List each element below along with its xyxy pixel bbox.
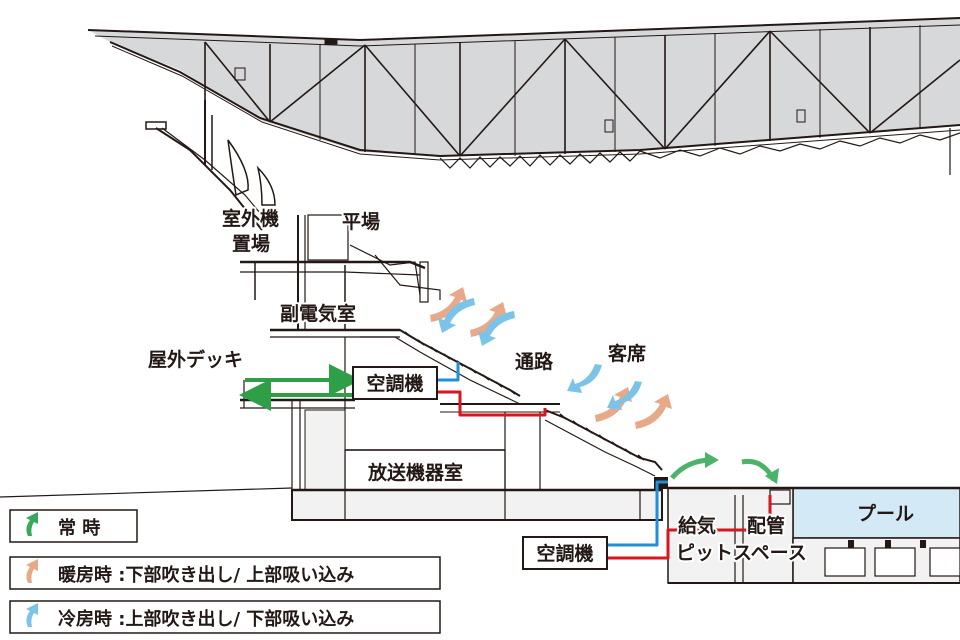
air-conditioner-upper-box	[352, 366, 438, 400]
legend-normal-text: 常 時	[58, 517, 100, 539]
label-flat-area: 平場	[342, 211, 380, 233]
legend-normal-arrow-icon	[26, 512, 38, 536]
ducts	[435, 362, 772, 560]
legend-heating-arrow-icon	[26, 559, 38, 583]
heating-airflow-arrows	[430, 287, 672, 429]
legend-item-cooling: 冷房時 :上部吹き出し/ 下部吸い込み	[9, 600, 441, 634]
supply-duct-upper	[435, 390, 547, 417]
cooling-airflow-arrows	[438, 298, 642, 410]
label-outdoor-deck: 屋外デッキ	[148, 348, 243, 371]
label-passage: 通路	[515, 350, 554, 373]
label-air-conditioner-lower: 空調機	[536, 542, 593, 565]
roof-truss	[87, 17, 960, 175]
label-pit-space: ピットスペース	[676, 542, 807, 564]
legend-heating-text: 暖房時 :下部吹き出し/ 上部吸い込み	[58, 564, 354, 586]
legend-item-normal: 常 時	[9, 509, 138, 543]
label-air-conditioner-upper: 空調機	[366, 372, 423, 395]
label-piping-space: 配管	[747, 514, 785, 537]
air-conditioner-lower-box	[522, 536, 608, 570]
grandstand-structure	[0, 100, 668, 521]
return-duct-upper	[435, 362, 460, 382]
label-supply-air-pit: 給気	[678, 514, 716, 537]
legend: 常 時 暖房時 :下部吹き出し/ 上部吸い込み 冷房時 :上部吹き出し/ 下部吸…	[9, 509, 441, 634]
label-seating: 客席	[608, 342, 646, 365]
return-duct-lower	[605, 480, 668, 547]
legend-cooling-arrow-icon	[26, 603, 38, 627]
label-outdoor-unit-area-1: 室外機	[222, 207, 279, 230]
label-outdoor-unit-area-2: 置場	[232, 233, 270, 255]
legend-item-heating: 暖房時 :下部吹き出し/ 上部吸い込み	[9, 556, 441, 590]
label-sub-electrical-room: 副電気室	[280, 302, 356, 325]
label-broadcast-room: 放送機器室	[367, 461, 463, 484]
supply-duct-lower	[605, 495, 772, 560]
normal-airflow-arrows	[239, 364, 779, 484]
label-pool: プール	[857, 502, 914, 525]
legend-cooling-text: 冷房時 :上部吹き出し/ 下部吸い込み	[58, 608, 354, 630]
pool-and-pit	[667, 486, 960, 584]
